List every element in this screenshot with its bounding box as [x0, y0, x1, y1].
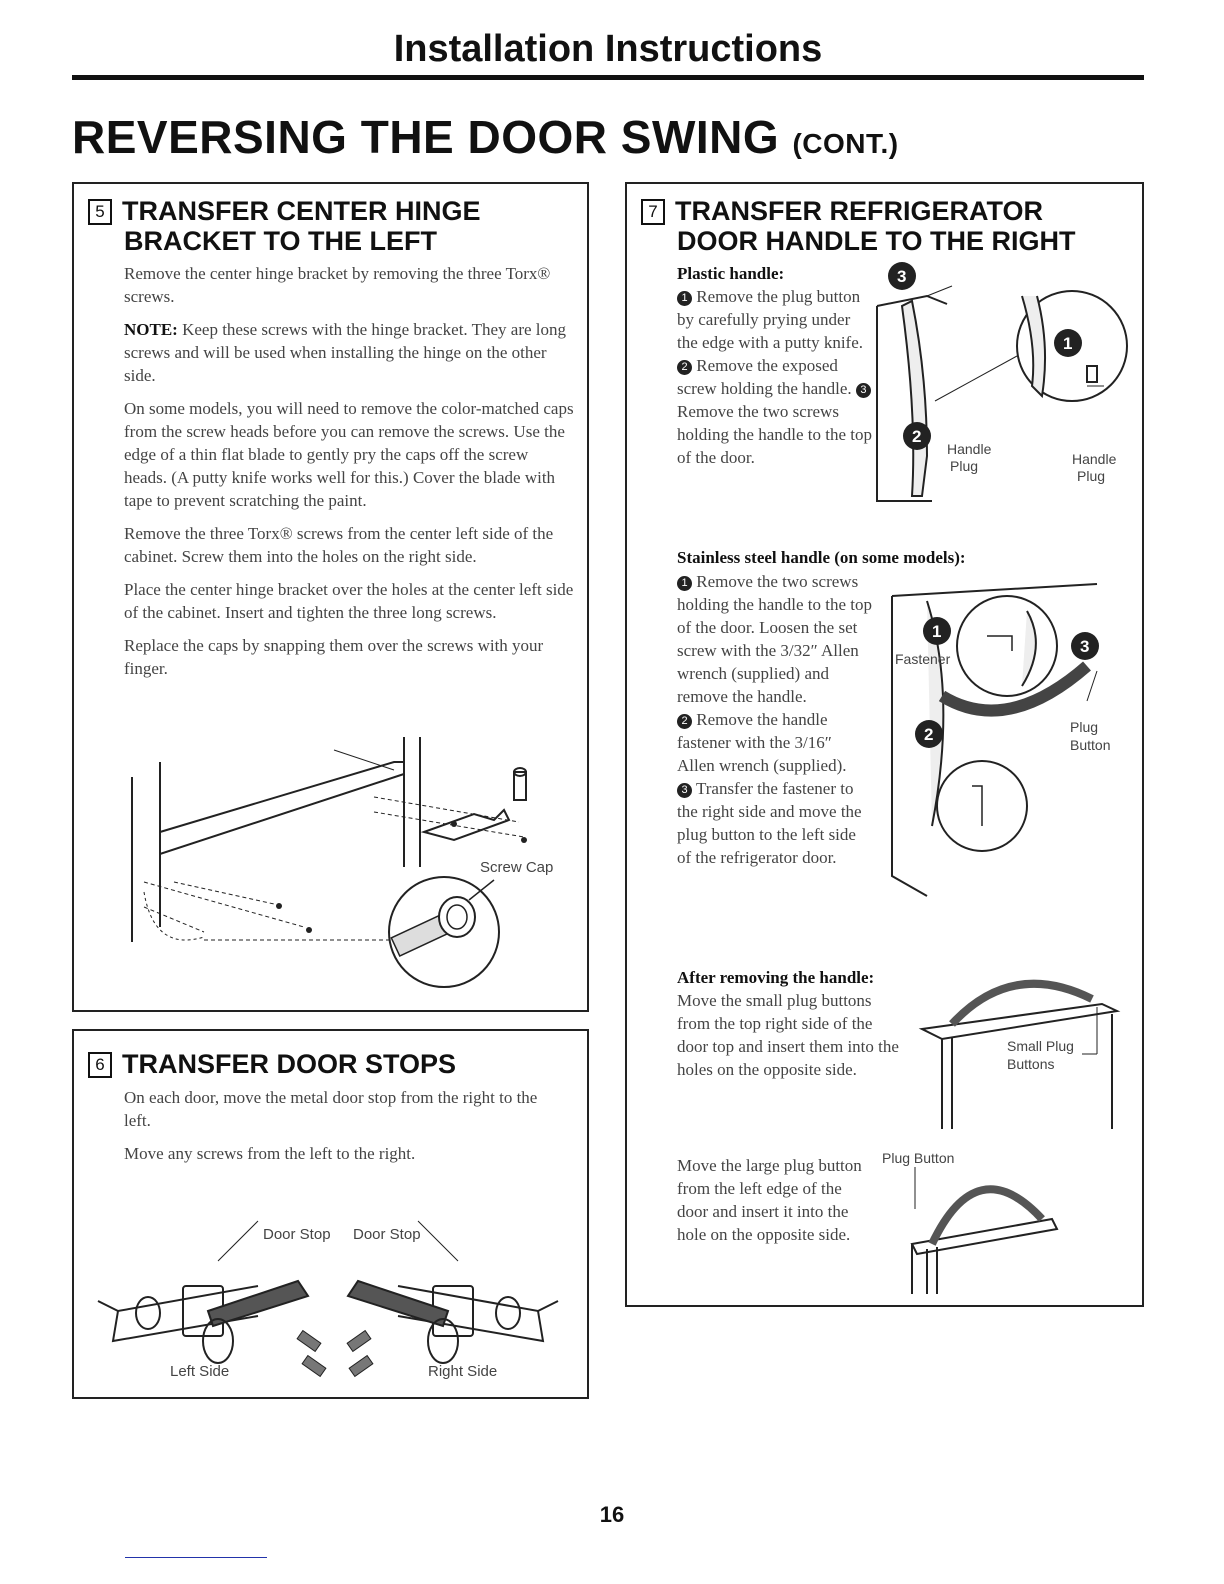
label-plug-button-top: Plug Button [882, 1150, 954, 1166]
label-fastener: Fastener [895, 651, 951, 667]
section-7-title-line1: TRANSFER REFRIGERATOR [675, 196, 1044, 226]
door-stops-illustration: Door Stop Door Stop Left Side Right Side [97, 1220, 559, 1380]
section-6-number: 6 [88, 1052, 112, 1078]
section-6-paragraph: Move any screws from the left to the rig… [124, 1144, 416, 1163]
label-door-stop-right: Door Stop [353, 1226, 421, 1243]
step-marker: 3 [677, 783, 692, 798]
large-plug-text: Move the large plug button from the left… [677, 1156, 862, 1244]
section-7-title-line2: DOOR HANDLE TO THE RIGHT [677, 226, 1076, 256]
section-6-paragraph: On each door, move the metal door stop f… [124, 1088, 538, 1130]
step-marker: 1 [677, 576, 692, 591]
section-5-paragraph: Remove the three Torx® screws from the c… [124, 524, 554, 566]
section-6-title: TRANSFER DOOR STOPS [122, 1049, 457, 1079]
large-plug-instructions: Move the large plug button from the left… [677, 1154, 867, 1246]
marker-1: 1 [932, 622, 941, 641]
section-5-number: 5 [88, 199, 112, 225]
marker-2: 2 [912, 427, 921, 446]
label-handle-plug-2: Handle [1072, 451, 1117, 467]
marker-3: 3 [1080, 637, 1089, 656]
step-marker: 2 [677, 714, 692, 729]
note-label: NOTE: [124, 320, 178, 339]
step-marker: 3 [855, 383, 871, 398]
page-header: Installation Instructions [393, 28, 823, 70]
label-screw-cap: Screw Cap [480, 859, 553, 876]
page-number: 16 [599, 1502, 625, 1527]
section-5-paragraph: Place the center hinge bracket over the … [124, 580, 574, 622]
small-plug-buttons-illustration: Small Plug Buttons [918, 979, 1121, 1129]
section-5-title-line2: BRACKET TO THE LEFT [124, 226, 437, 256]
label-plug-button-b: Button [1070, 737, 1110, 753]
section-5-paragraph: Replace the caps by snapping them over t… [124, 636, 544, 678]
stainless-handle-instructions: Stainless steel handle (on some models): [677, 546, 1107, 569]
large-plug-button-illustration: Plug Button [882, 1150, 1059, 1294]
section-5-panel: 5 TRANSFER CENTER HINGE BRACKET TO THE LE… [72, 182, 589, 1012]
label-door-stop-left: Door Stop [263, 1226, 331, 1243]
label-right-side: Right Side [428, 1363, 497, 1380]
section-5-heading: 5 TRANSFER CENTER HINGE BRACKET TO THE LE… [88, 196, 578, 256]
section-7-heading: 7 TRANSFER REFRIGERATOR DOOR HANDLE TO TH… [641, 196, 1136, 256]
label-handle-plug-2b: Plug [1077, 468, 1105, 484]
step-marker: 1 [677, 291, 692, 306]
label-left-side: Left Side [170, 1363, 229, 1380]
note-text: Keep these screws with the hinge bracket… [124, 320, 567, 385]
section-7-panel: 7 TRANSFER REFRIGERATOR DOOR HANDLE TO TH… [625, 182, 1144, 1307]
plastic-step-2: 2 Remove the exposed screw holding the h… [677, 356, 872, 467]
after-removing-instructions: After removing the handle: Move the smal… [677, 966, 902, 1081]
section-6-panel: 6 TRANSFER DOOR STOPS On each door, move … [72, 1029, 589, 1399]
plastic-step-1: 1 Remove the plug button by carefully pr… [677, 287, 864, 352]
label-small-plug-a: Small Plug [1007, 1038, 1074, 1054]
section-5-paragraph: On some models, you will need to remove … [124, 399, 574, 510]
marker-2: 2 [924, 725, 933, 744]
page-title-main: REVERSING THE DOOR SWING [72, 111, 780, 163]
step-marker: 2 [677, 360, 692, 375]
section-7-number: 7 [641, 199, 665, 225]
section-6-body: On each door, move the metal door stop f… [124, 1086, 564, 1175]
stainless-steps: 1 Remove the two screws holding the hand… [677, 570, 872, 869]
section-6-heading: 6 TRANSFER DOOR STOPS [88, 1049, 578, 1079]
stainless-handle-label: Stainless steel handle (on some models): [677, 548, 966, 567]
plastic-handle-illustration: 3 2 1 Handle Plug Handle Plug [876, 262, 1128, 502]
page-title-suffix: (CONT.) [792, 128, 899, 159]
section-5-title-line1: TRANSFER CENTER HINGE [122, 196, 481, 226]
plastic-handle-instructions: Plastic handle: 1 Remove the plug button… [677, 262, 872, 469]
stainless-step-1: 1 Remove the two screws holding the hand… [677, 572, 872, 706]
section-5-body: Remove the center hinge bracket by remov… [124, 262, 574, 690]
section-5-paragraph: Remove the center hinge bracket by remov… [124, 264, 551, 306]
header-rule [72, 75, 1144, 80]
footer-rule [125, 1557, 267, 1558]
stainless-step-2: 2 Remove the handle fastener with the 3/… [677, 710, 847, 775]
stainless-step-3: 3 Transfer the fastener to the right sid… [677, 779, 862, 867]
marker-1: 1 [1063, 334, 1072, 353]
hinge-bracket-illustration: Screw Cap [131, 737, 553, 988]
page-title: REVERSING THE DOOR SWING (CONT.) [72, 110, 899, 164]
label-handle-plug-1b: Plug [950, 458, 978, 474]
label-plug-button-a: Plug [1070, 719, 1098, 735]
stainless-handle-illustration: 1 3 2 Fastener Plug Button [891, 583, 1110, 897]
section-5-note: NOTE: Keep these screws with the hinge b… [124, 318, 574, 387]
after-removing-text: Move the small plug buttons from the top… [677, 991, 899, 1079]
after-removing-label: After removing the handle: [677, 968, 875, 987]
plastic-handle-label: Plastic handle: [677, 264, 785, 283]
marker-3: 3 [897, 267, 906, 286]
label-small-plug-b: Buttons [1007, 1056, 1054, 1072]
label-handle-plug-1: Handle [947, 441, 992, 457]
